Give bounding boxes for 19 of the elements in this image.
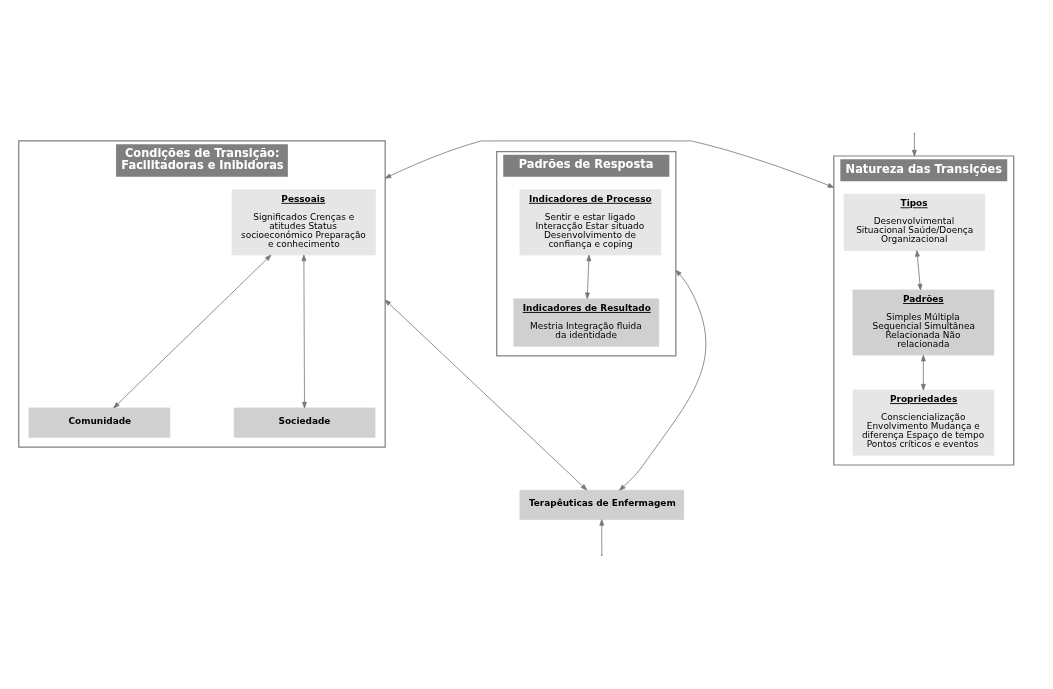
arrow bbox=[301, 254, 307, 409]
node-box: Terapêuticas de Enfermagem bbox=[519, 489, 684, 520]
node-box: Comunidade bbox=[28, 407, 171, 438]
node-box: Indicadores de Processo Sentir e estar ligado Interacção Estar situado Desenvolvimento de confiança e coping bbox=[519, 189, 662, 256]
arrow bbox=[912, 134, 917, 157]
node-box: Pessoais Significados Crenças e atitudes Status socioeconómico Preparação e conhecimento bbox=[231, 189, 376, 256]
arrow bbox=[113, 254, 272, 409]
node-box: Tipos Desenvolvimental Situacional Saúde/Doença Organizacional bbox=[843, 193, 986, 251]
node-box: Sociedade bbox=[233, 407, 376, 438]
node-box: Padrões Simples Múltipla Sequencial Simultânea Relacionada Não relacionada bbox=[852, 289, 995, 356]
node-box: Propriedades Consciencialização Envolvimento Mudança e diferença Espaço de tempo Pontos críticos e eventos bbox=[852, 389, 995, 456]
arrow bbox=[915, 250, 923, 291]
node-box: Indicadores de Resultado Mestria Integração fluida da identidade bbox=[513, 298, 660, 347]
arrow bbox=[384, 140, 835, 188]
arrow bbox=[384, 299, 588, 491]
arrow bbox=[599, 519, 605, 555]
arrow bbox=[585, 254, 592, 299]
arrow bbox=[619, 269, 707, 491]
arrow bbox=[920, 354, 926, 391]
